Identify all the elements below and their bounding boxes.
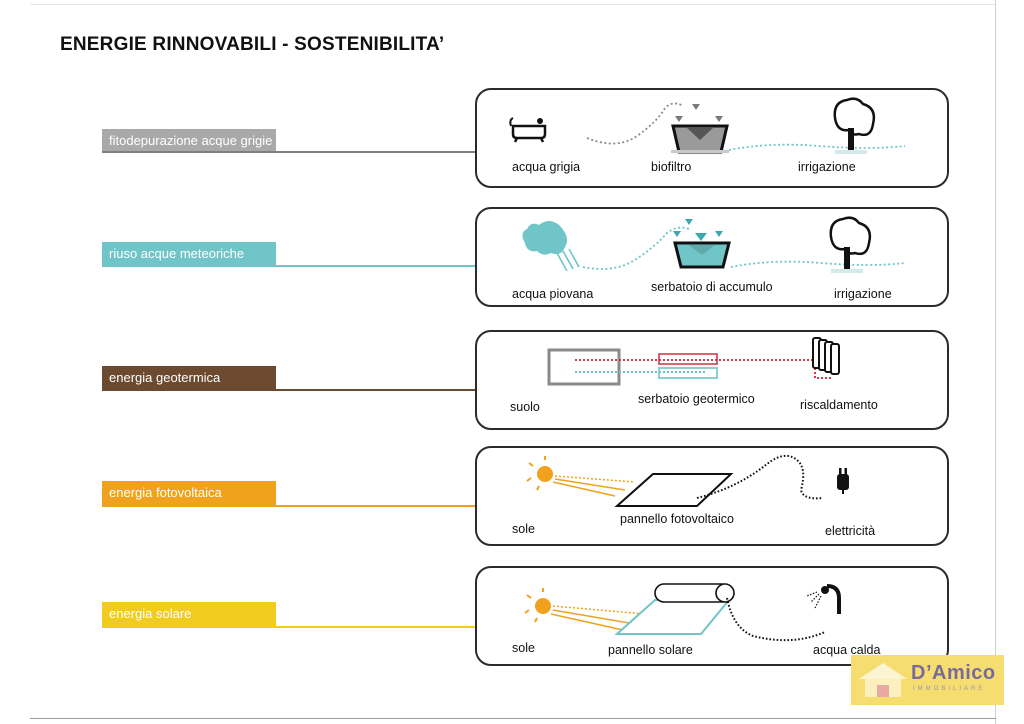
greywater-diagram <box>509 97 906 154</box>
row-connector-geothermal <box>102 389 476 391</box>
row-connector-photovoltaic <box>102 505 476 507</box>
geothermal-diagram <box>547 337 840 386</box>
sun-icon <box>524 588 646 631</box>
label-irrigation-1: irrigazione <box>798 160 856 174</box>
bottom-rule <box>30 718 996 719</box>
logo-name: D’Amico <box>911 662 996 684</box>
house-logo-icon <box>859 663 907 697</box>
bathtub-icon <box>509 117 547 143</box>
label-ground: suolo <box>510 400 540 414</box>
tree-icon <box>829 216 872 273</box>
solar-collector-icon <box>614 583 735 635</box>
company-logo: D’Amico IMMOBILIARE <box>851 655 1004 705</box>
right-rule <box>995 0 996 724</box>
row-tag-photovoltaic: energia fotovoltaica <box>102 481 276 505</box>
sun-icon <box>526 456 636 497</box>
shower-icon <box>806 584 841 614</box>
row-tag-geothermal: energia geotermica <box>102 366 276 390</box>
logo-subtitle: IMMOBILIARE <box>913 686 986 692</box>
page-title: ENERGIE RINNOVABILI - SOSTENIBILITA’ <box>60 34 445 55</box>
label-pv-panel: pannello fotovoltaico <box>620 512 734 526</box>
row-connector-solar-thermal <box>102 626 476 628</box>
label-solar-panel: pannello solare <box>608 643 693 657</box>
label-electricity: elettricità <box>825 524 876 538</box>
radiator-icon <box>812 337 840 375</box>
biofilter-icon <box>671 104 729 154</box>
row-tag-greywater: fitodepurazione acque grigie <box>102 129 276 153</box>
tree-icon <box>833 97 876 154</box>
row-tag-rainwater: riuso acque meteoriche <box>102 242 276 266</box>
label-sun-2: sole <box>512 641 535 655</box>
photovoltaic-diagram <box>526 454 849 507</box>
rainwater-diagram <box>522 216 906 273</box>
plug-icon <box>837 468 849 494</box>
label-sun-1: sole <box>512 522 535 536</box>
label-storage-tank: serbatoio di accumulo <box>651 280 773 294</box>
row-tag-solar-thermal: energia solare <box>102 602 276 626</box>
rain-cloud-icon <box>522 221 580 272</box>
tank-icon <box>673 219 731 269</box>
label-heating: riscaldamento <box>800 398 878 412</box>
label-biofilter: biofiltro <box>651 160 692 174</box>
label-irrigation-2: irrigazione <box>834 287 892 301</box>
label-rainwater: acqua piovana <box>512 287 594 301</box>
row-connector-greywater <box>102 151 476 153</box>
geothermal-tank-icon <box>658 353 718 379</box>
solar-thermal-diagram <box>524 583 841 642</box>
label-hot-water: acqua calda <box>813 643 881 657</box>
row-connector-rainwater <box>102 265 476 267</box>
label-grey-water: acqua grigia <box>512 160 581 174</box>
top-rule <box>30 4 996 5</box>
panel-geothermal <box>475 330 949 430</box>
label-geothermal-tank: serbatoio geotermico <box>638 392 755 406</box>
panel-photovoltaic <box>475 446 949 546</box>
ground-icon <box>547 348 621 386</box>
pv-panel-icon <box>614 473 734 507</box>
